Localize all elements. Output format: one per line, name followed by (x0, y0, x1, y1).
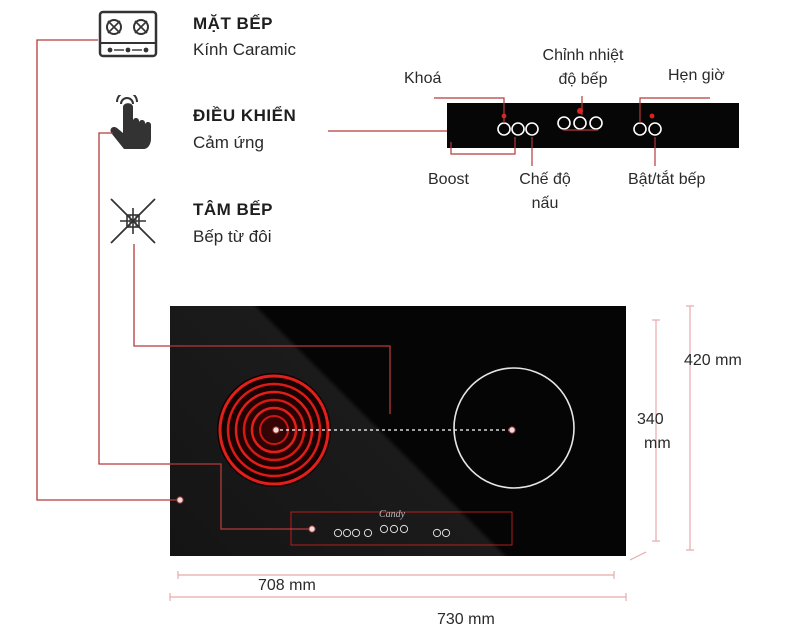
power-button (648, 122, 662, 136)
induction-coil-icon (110, 198, 156, 244)
heat-mid-button (573, 116, 587, 130)
feature-title-stove: MẶT BẾP (193, 14, 273, 33)
feature-subtitle-zone: Bếp từ đôi (193, 227, 272, 246)
label-mode-line1: Chế độ (519, 171, 571, 188)
dimension-depth-inner-value: 340 (637, 411, 664, 428)
label-boost: Boost (428, 171, 469, 188)
feature-subtitle-stove: Kính Caramic (193, 40, 296, 59)
control-panel-closeup (447, 103, 739, 148)
dimension-width-inner: 708 mm (258, 577, 316, 594)
feature-title-control: ĐIỀU KHIỂN (193, 106, 297, 125)
touch-hand-icon (110, 95, 151, 149)
label-heat-line1: Chỉnh nhiệt (542, 47, 624, 64)
dimension-depth-inner-unit: mm (644, 435, 671, 452)
label-mode-line2: nấu (531, 195, 559, 212)
dimension-depth-outer: 420 mm (684, 352, 742, 369)
hob-brand-logo: Candy (379, 509, 406, 520)
stove-top-icon (98, 10, 158, 58)
heat-minus-button (557, 116, 571, 130)
label-heat-line2: độ bếp (558, 71, 608, 88)
label-power: Bật/tắt bếp (628, 171, 706, 188)
mode-button (525, 122, 539, 136)
label-lock: Khoá (404, 70, 442, 87)
heat-plus-button (589, 116, 603, 130)
dimension-width-outer: 730 mm (437, 611, 495, 628)
induction-cooking-zone (453, 367, 575, 489)
boost-button (511, 122, 525, 136)
feature-title-zone: TÂM BẾP (193, 200, 273, 219)
feature-subtitle-control: Cảm ứng (193, 133, 264, 152)
label-timer: Hẹn giờ (668, 67, 725, 84)
